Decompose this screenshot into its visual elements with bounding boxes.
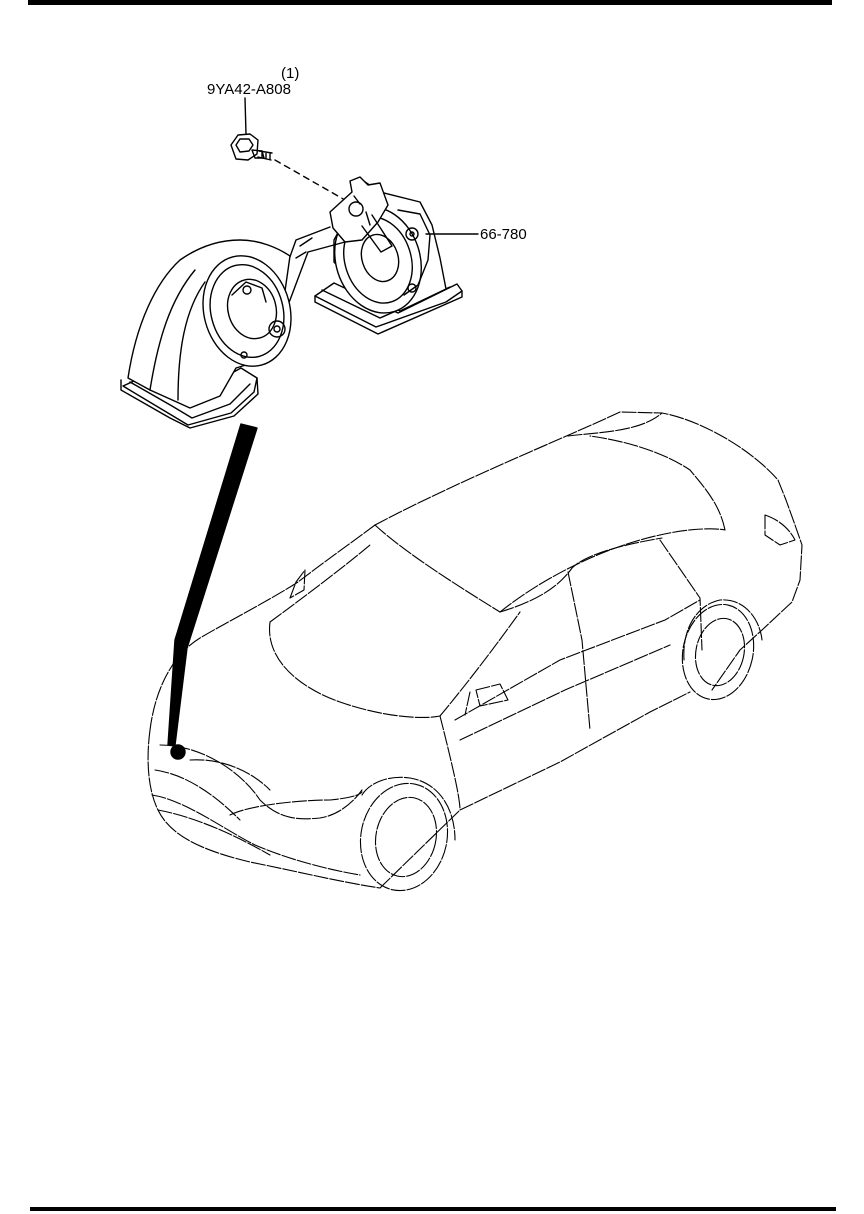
horn-location-marker [170,744,186,760]
bolt-part [230,97,273,161]
location-pointer [167,423,258,746]
bottom-border-rule [30,1207,836,1211]
horn-part-number-label: 66-780 [480,226,527,243]
top-border-rule [28,0,832,5]
car-outline [147,411,803,892]
bolt-quantity-label: (1) [281,65,300,82]
front-horn-part [120,239,292,429]
bolt-axis-dashed-line [274,159,346,201]
rear-horn-part [314,179,463,335]
bolt-part-number-label: 9YA42-A808 [207,81,291,98]
